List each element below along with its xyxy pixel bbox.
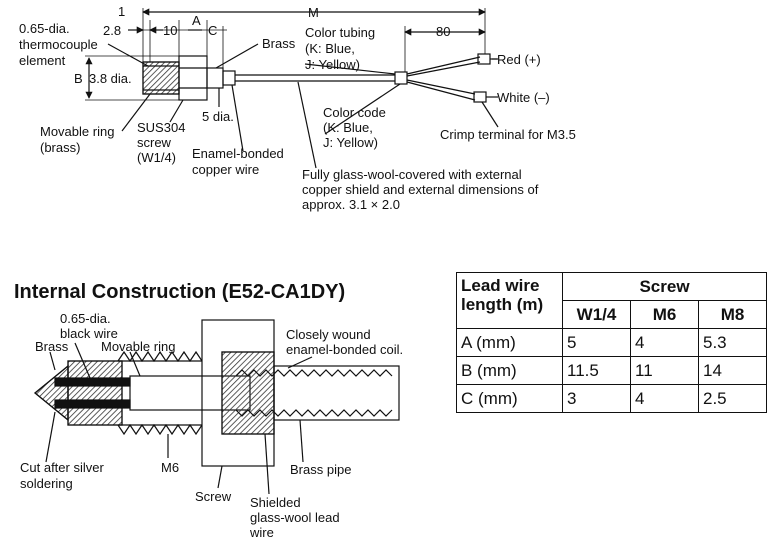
table-cell: 5.3 xyxy=(698,328,767,357)
label-screw-2: screw xyxy=(137,135,171,150)
dimension-table: Lead wire length (m) Screw W1/4 M6 M8 A … xyxy=(456,272,767,413)
table-head-left: Lead wire length (m) xyxy=(456,272,563,329)
label-glass-wool-3: approx. 3.1 × 2.0 xyxy=(302,197,400,212)
dim-1: 1 xyxy=(118,4,126,19)
table-row-label: B (mm) xyxy=(456,356,563,385)
table-row-label: C (mm) xyxy=(456,384,563,413)
label-movable-ring-internal: Movable ring xyxy=(101,339,176,354)
label-coil-2: enamel-bonded coil. xyxy=(286,342,404,357)
table-cell: 3 xyxy=(562,384,631,413)
label-color-code-2: (K: Blue, xyxy=(323,120,373,135)
internal-construction-title: Internal Construction (E52-CA1DY) xyxy=(14,281,346,303)
dim-c: C xyxy=(208,23,218,38)
label-color-code-3: J: Yellow) xyxy=(323,135,378,150)
label-color-tubing-1: Color tubing xyxy=(305,25,376,40)
table-col-w14: W1/4 xyxy=(562,300,631,329)
label-enamel-wire-2: copper wire xyxy=(192,162,260,177)
label-screw-internal: Screw xyxy=(195,489,232,504)
table-cell: 4 xyxy=(630,328,699,357)
label-color-tubing-2: (K: Blue, xyxy=(305,41,355,56)
label-cut-1: Cut after silver xyxy=(20,460,104,475)
table-head-left-line-1: Lead wire xyxy=(461,276,540,295)
label-cut-2: soldering xyxy=(20,476,73,491)
label-thermocouple-2: thermocouple xyxy=(19,37,98,52)
sensor-side-view xyxy=(85,8,499,169)
table-row: C (mm) 3 4 2.5 xyxy=(456,384,767,413)
label-shielded-3: wire xyxy=(250,525,274,540)
label-movable-ring-2: (brass) xyxy=(40,140,81,155)
table-head-screw: Screw xyxy=(562,272,767,301)
table-cell: 2.5 xyxy=(698,384,767,413)
label-shielded-2: glass-wool lead xyxy=(250,510,340,525)
label-crimp-terminal: Crimp terminal for M3.5 xyxy=(440,127,576,142)
table-cell: 11.5 xyxy=(562,356,631,385)
label-thermocouple-1: 0.65-dia. xyxy=(19,21,70,36)
table-col-m6: M6 xyxy=(630,300,699,329)
label-glass-wool-2: copper shield and external dimensions of xyxy=(302,182,539,197)
internal-cross-section xyxy=(34,319,400,495)
dim-m: M xyxy=(308,5,319,20)
dim-10: 10 xyxy=(163,23,178,38)
label-color-code-1: Color code xyxy=(323,105,386,120)
dim-b: B xyxy=(74,71,83,86)
label-color-tubing-3: J: Yellow) xyxy=(305,57,360,72)
table-row-label: A (mm) xyxy=(456,328,563,357)
dim-2-8: 2.8 xyxy=(103,23,122,38)
table-row: A (mm) 5 4 5.3 xyxy=(456,328,767,357)
label-brass-pipe: Brass pipe xyxy=(290,462,352,477)
label-m6: M6 xyxy=(161,460,180,475)
label-screw-1: SUS304 xyxy=(137,120,186,135)
table-cell: 11 xyxy=(630,356,699,385)
label-enamel-wire-1: Enamel-bonded xyxy=(192,146,284,161)
table-cell: 4 xyxy=(630,384,699,413)
label-thermocouple-3: element xyxy=(19,53,66,68)
label-white-wire: White (–) xyxy=(497,90,550,105)
label-movable-ring-1: Movable ring xyxy=(40,124,115,139)
label-screw-3: (W1/4) xyxy=(137,150,176,165)
dim-a: A xyxy=(192,13,201,28)
dim-80: 80 xyxy=(436,24,451,39)
table-cell: 14 xyxy=(698,356,767,385)
table-row: B (mm) 11.5 11 14 xyxy=(456,356,767,385)
table-col-m8: M8 xyxy=(698,300,767,329)
label-coil-1: Closely wound xyxy=(286,327,371,342)
label-brass: Brass xyxy=(262,36,296,51)
label-black-wire-1: 0.65-dia. xyxy=(60,311,111,326)
label-brass-internal: Brass xyxy=(35,339,69,354)
table-head-left-line-2: length (m) xyxy=(461,295,544,314)
label-black-wire-2: black wire xyxy=(60,326,118,341)
table-cell: 5 xyxy=(562,328,631,357)
label-glass-wool-1: Fully glass-wool-covered with external xyxy=(302,167,522,182)
label-red-wire: Red (+) xyxy=(497,52,541,67)
dim-3-8-dia: 3.8 dia. xyxy=(89,71,132,86)
dim-5-dia: 5 dia. xyxy=(202,109,234,124)
label-shielded-1: Shielded xyxy=(250,495,301,510)
